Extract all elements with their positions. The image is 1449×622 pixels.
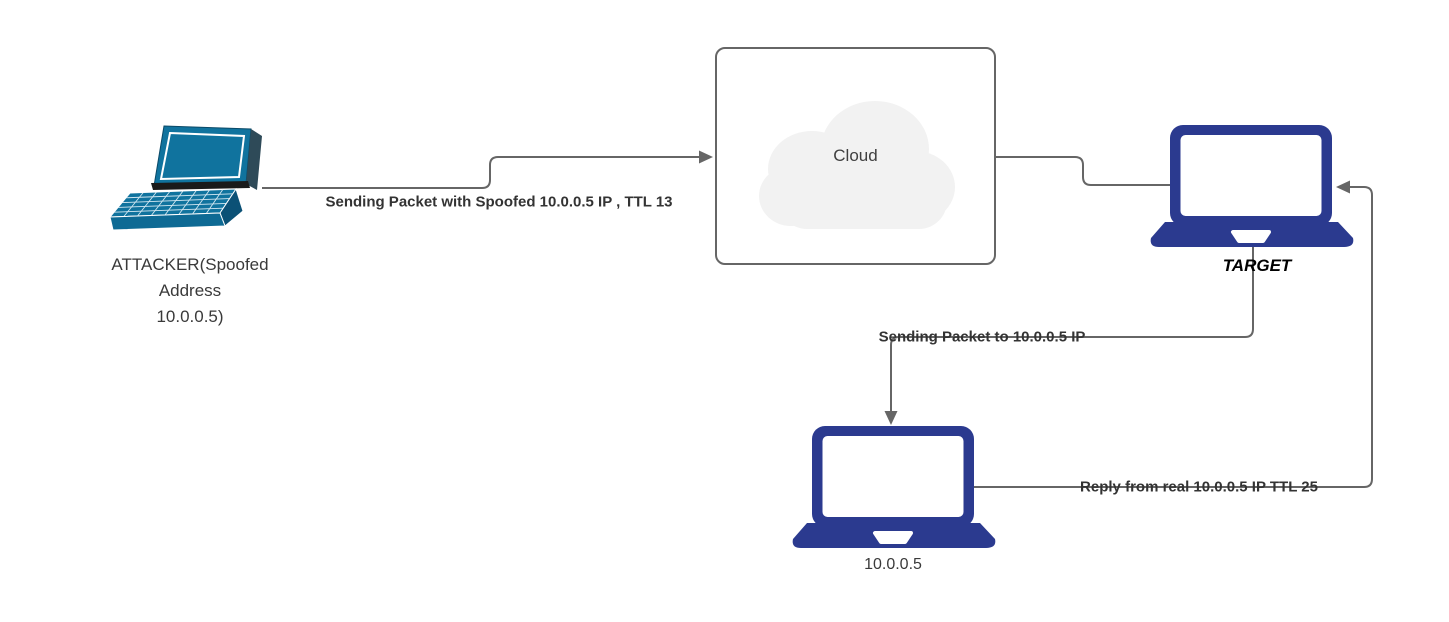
host-label: 10.0.0.5 <box>864 556 922 573</box>
keyboard-grid <box>113 189 233 217</box>
laptop-notch <box>1231 230 1271 243</box>
laptop-notch <box>873 531 913 544</box>
edge-reply-packet-line <box>973 186 1373 488</box>
attacker-label: ATTACKER(Spoofed Address 10.0.0.5) <box>80 252 300 330</box>
host-laptop-icon <box>792 426 996 548</box>
arrowhead-into-target-icon <box>1336 180 1350 194</box>
target-label: TARGET <box>1222 256 1292 275</box>
attacker-laptop-3d-icon <box>108 125 262 231</box>
laptop-base <box>108 187 244 231</box>
target-laptop-icon <box>1150 125 1354 247</box>
edge-label-reply-packet: Reply from real 10.0.0.5 IP TTL 25 <box>1080 478 1318 496</box>
edge-cloud-to-target-line <box>996 156 1172 186</box>
cloud-icon <box>759 101 955 229</box>
laptop-screen <box>1180 135 1322 216</box>
attacker-label-line2: Address <box>158 281 222 300</box>
attacker-label-line1: ATTACKER(Spoofed <box>111 255 269 274</box>
edge-label-spoofed-packet: Sending Packet with Spoofed 10.0.0.5 IP … <box>325 193 673 211</box>
laptop-lid <box>151 125 262 190</box>
attacker-label-line3: 10.0.0.5) <box>156 307 224 326</box>
edge-forward-packet-line <box>890 247 1254 411</box>
laptop-screen <box>822 436 964 517</box>
edge-spoofed-packet-line <box>262 156 699 189</box>
edge-label-forward-packet: Sending Packet to 10.0.0.5 IP <box>878 328 1086 346</box>
arrowhead-into-cloud-icon <box>699 150 713 164</box>
arrowhead-into-host-icon <box>884 411 898 425</box>
node-cloud: Cloud <box>715 47 996 265</box>
cloud-label: Cloud <box>833 146 878 165</box>
